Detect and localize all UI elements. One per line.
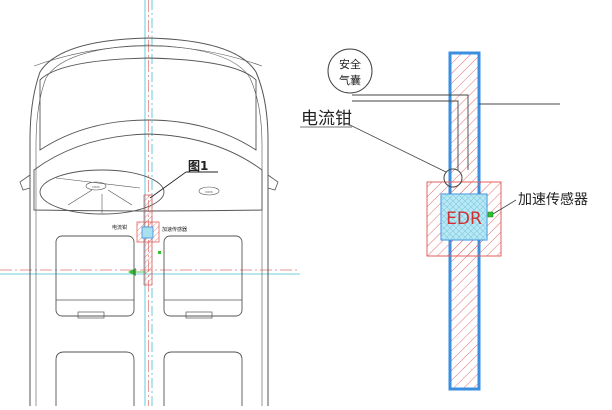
speaker-right-text: DiDS bbox=[205, 190, 212, 194]
detail-view: EDR 加速传感器 电流钳 安全 气囊 bbox=[300, 48, 588, 391]
clamp-leader bbox=[349, 124, 447, 173]
small-clamp-label: 电流钳 bbox=[112, 224, 127, 231]
airbag-label-line2: 气囊 bbox=[339, 73, 361, 87]
front-left-seat bbox=[55, 235, 135, 319]
rear-left-seat bbox=[55, 351, 135, 406]
sensor-dot bbox=[487, 211, 494, 218]
steering-spoke-1 bbox=[55, 177, 141, 189]
car-top-view: DiDS DiDS 图1 电流钳 加速传感器 bbox=[0, 0, 300, 406]
left-sensor-dot bbox=[158, 251, 161, 254]
left-edr-core bbox=[141, 226, 154, 239]
rear-right-seat bbox=[163, 351, 243, 406]
edr-box-pattern bbox=[441, 194, 487, 240]
clamp-wire bbox=[352, 94, 469, 170]
sensor-label: 加速传感器 bbox=[518, 191, 588, 208]
steering-hub bbox=[85, 181, 107, 191]
steering-spoke-3 bbox=[107, 189, 133, 206]
windshield bbox=[39, 57, 257, 151]
edr-label: EDR bbox=[446, 209, 482, 229]
figure-label: 图1 bbox=[188, 159, 208, 173]
airbag-label-line1: 安全 bbox=[339, 57, 361, 71]
speaker-left-text: DiDS bbox=[92, 185, 99, 189]
clamp-wire-inner bbox=[352, 100, 459, 170]
right-mirror bbox=[267, 174, 279, 191]
dashboard bbox=[33, 133, 263, 212]
steering-spoke-2 bbox=[67, 189, 93, 206]
airbag-label-circle bbox=[327, 48, 373, 94]
clamp-label: 电流钳 bbox=[301, 109, 352, 129]
clamp-circle bbox=[443, 168, 463, 188]
windshield-top-line bbox=[33, 45, 263, 67]
front-right-seat bbox=[163, 235, 243, 319]
sensor-leader bbox=[492, 199, 517, 215]
small-sensor-label: 加速传感器 bbox=[162, 226, 187, 233]
left-mirror bbox=[19, 174, 31, 191]
steering-wheel bbox=[39, 169, 165, 215]
figure-label-leader bbox=[149, 171, 187, 199]
car-body-outline bbox=[29, 37, 269, 406]
right-speaker-icon bbox=[198, 186, 220, 196]
